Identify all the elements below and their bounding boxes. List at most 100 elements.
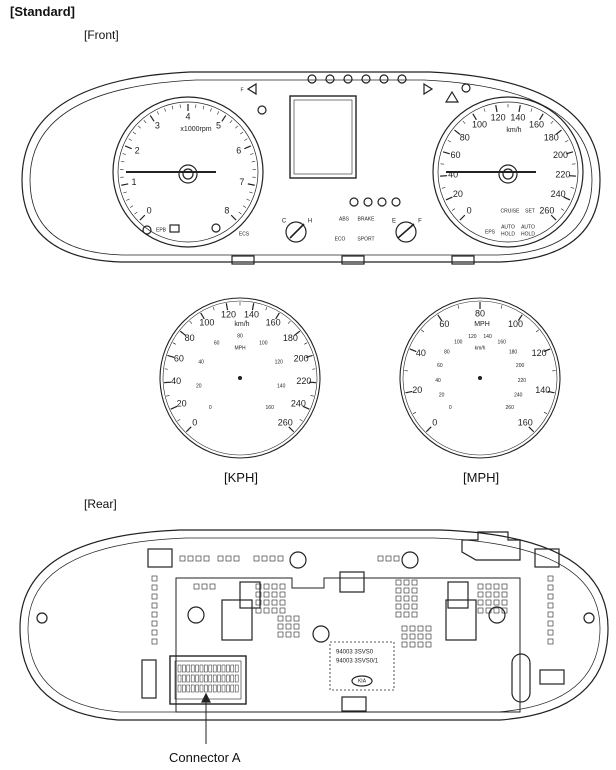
kph-group-outer-tick-label: 180 — [283, 333, 298, 343]
tachometer-minor-tick — [229, 120, 233, 124]
tachometer-tick-label: 1 — [132, 177, 137, 187]
connector-pin — [195, 684, 199, 693]
speedometer-tick-label: 180 — [544, 132, 559, 142]
rear-led-pad — [403, 579, 410, 586]
rear-led-pad — [151, 611, 158, 618]
connector-pin — [221, 664, 226, 673]
mph-group-outer-major-tick — [517, 314, 523, 321]
rear-led-pad — [493, 583, 500, 590]
rear-led-pad — [377, 555, 384, 562]
front-view-label: [Front] — [84, 28, 119, 42]
rear-fog-icon — [379, 74, 389, 84]
tachometer-bezel — [112, 96, 264, 248]
rear-led-pad — [151, 620, 158, 627]
kph-group-outer-tick-label: 100 — [199, 318, 214, 328]
mph-group-outer-minor-tick — [500, 305, 503, 309]
kph-group-outer-tick-label: 260 — [278, 418, 293, 428]
rear-led-pad — [501, 591, 508, 598]
rear-led-pad — [547, 584, 554, 591]
tachometer-tick-label: 8 — [224, 205, 229, 215]
connector-pin — [199, 674, 204, 683]
rear-led-pad — [411, 603, 418, 610]
connector-pin — [186, 684, 191, 693]
connector-pin — [208, 664, 213, 673]
kph-group-outer-major-tick — [288, 426, 295, 433]
fuel-warning-icon — [391, 197, 401, 207]
tachometer-minor-tick — [238, 211, 242, 215]
lcd-display-inner — [293, 99, 353, 175]
mph-group-inner-tick-label: 160 — [498, 339, 507, 345]
tachometer-minor-tick — [137, 125, 141, 129]
front-housing-outline — [21, 71, 601, 263]
tachometer-major-tick — [221, 115, 227, 122]
connector-pin — [208, 684, 213, 693]
mph-label: [MPH] — [463, 470, 500, 485]
rear-led-pad — [411, 579, 418, 586]
rear-led-pad — [269, 555, 276, 562]
rear-led-pad — [547, 593, 554, 600]
kph-group-inner-tick-label: 140 — [277, 384, 286, 390]
tachometer-major-tick — [121, 183, 129, 186]
connector-pin — [230, 664, 235, 673]
rear-screw-hole-4 — [312, 625, 330, 643]
lcd-display — [289, 95, 357, 179]
mph-group-inner-tick-label: 80 — [444, 349, 450, 355]
tachometer-tick-label: 6 — [236, 145, 241, 155]
epb-label: EPB — [156, 227, 167, 233]
mph-group-inner-tick-label: 220 — [518, 378, 527, 384]
speedometer-tick-label: 0 — [467, 205, 472, 215]
rear-led-pad — [477, 607, 484, 614]
rear-led-pad — [201, 583, 208, 590]
kph-group-outer-tick-label: 220 — [296, 376, 311, 386]
rear-led-pad — [411, 595, 418, 602]
mph-group-outer-minor-tick — [421, 329, 425, 333]
tachometer-hub — [178, 164, 198, 184]
mph-group-inner-tick-label: 120 — [468, 334, 477, 340]
tachometer-major-tick — [230, 214, 237, 221]
master-warning-icon — [444, 90, 460, 103]
speedometer-tick-label: 60 — [450, 150, 460, 160]
speedometer-tick-label: 200 — [553, 150, 568, 160]
auto-hold-label-2a: AUTO — [521, 224, 535, 230]
rear-led-pad — [293, 615, 300, 622]
rear-tab-bottom — [341, 696, 367, 712]
temp-hot-label: H — [308, 219, 312, 225]
speedometer-major-tick — [445, 196, 453, 201]
rear-mount-top-right — [534, 548, 560, 568]
rear-led-pad — [547, 620, 554, 627]
set-label: SET — [525, 208, 535, 214]
socket-left-top — [239, 581, 261, 609]
tachometer-minor-tick — [202, 105, 205, 110]
airbag-warning-icon — [397, 74, 407, 84]
front-fog-icon — [361, 74, 371, 84]
connector-pin — [217, 664, 221, 673]
kph-group-outer-minor-tick — [189, 320, 193, 324]
fuel-empty-label: E — [392, 219, 396, 225]
mph-group-inner-tick-label: 100 — [454, 339, 463, 345]
rear-led-pad — [403, 603, 410, 610]
afls-label: F — [240, 87, 243, 93]
rear-led-pad — [493, 599, 500, 606]
rear-led-pad — [485, 583, 492, 590]
rear-led-pad — [403, 587, 410, 594]
oil-pressure-icon — [377, 197, 387, 207]
rear-led-pad — [409, 633, 416, 640]
kph-group-inner-unit-label: MPH — [234, 345, 246, 351]
speedometer-tick-label: 220 — [555, 170, 570, 180]
mph-group-outer-minor-tick — [535, 329, 539, 333]
speedometer-tick-label: 260 — [539, 205, 554, 215]
mph-group-inner-tick-label: 180 — [509, 349, 518, 355]
mph-gauge-center — [477, 375, 483, 381]
kph-group-outer-minor-tick — [299, 418, 303, 422]
speedometer-minor-tick — [550, 120, 554, 124]
kph-group-outer-major-tick — [305, 354, 313, 359]
front-cluster — [21, 71, 601, 265]
connector-a-pins — [177, 664, 239, 693]
mph-group-inner-tick-label: 200 — [516, 363, 525, 369]
front-tab-center — [341, 255, 365, 265]
connector-pin — [217, 684, 221, 693]
kph-group-outer-tick-label: 20 — [177, 399, 187, 409]
rear-led-pad — [255, 591, 262, 598]
connector-pin — [230, 674, 235, 683]
